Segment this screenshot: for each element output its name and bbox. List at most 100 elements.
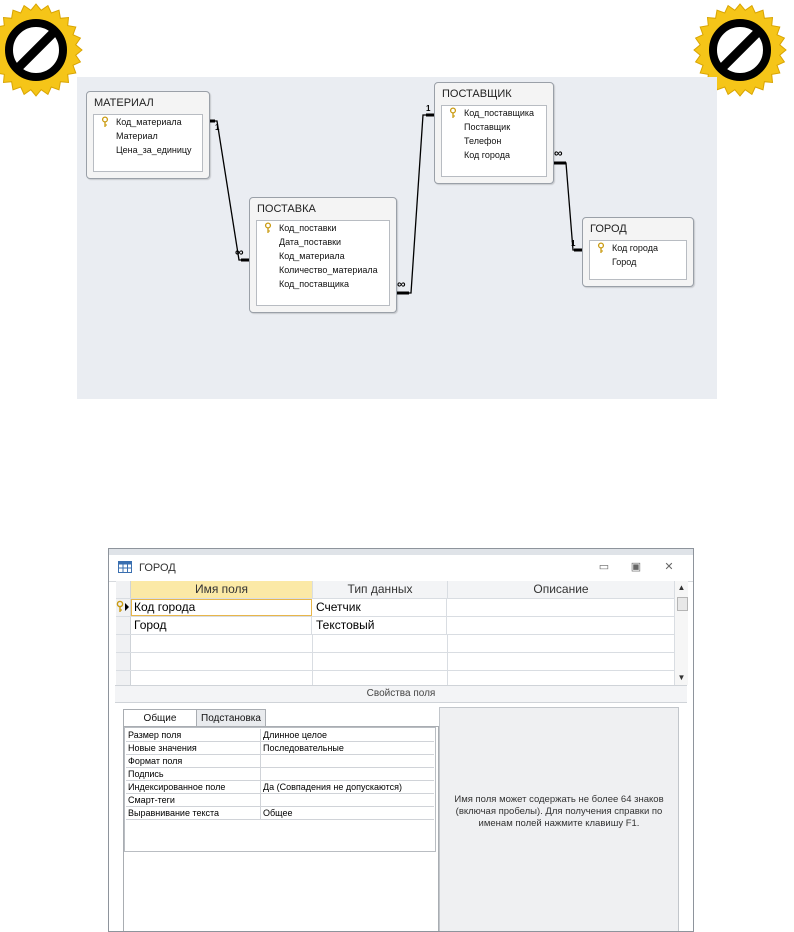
primary-key-icon bbox=[116, 600, 129, 612]
row-selector[interactable] bbox=[116, 635, 131, 652]
scroll-up-icon[interactable]: ▲ bbox=[677, 583, 686, 592]
window-title: ГОРОД bbox=[139, 562, 176, 574]
property-name: Подпись bbox=[128, 768, 261, 780]
grid-header-row: Имя поля Тип данных Описание bbox=[116, 581, 675, 599]
row-selector[interactable] bbox=[116, 617, 131, 634]
vertical-scrollbar[interactable]: ▲ ▼ bbox=[674, 581, 688, 685]
field-name-cell[interactable] bbox=[131, 635, 313, 652]
scroll-down-icon[interactable]: ▼ bbox=[677, 673, 686, 682]
data-type-cell[interactable]: Счетчик bbox=[313, 599, 447, 616]
column-header-field-name[interactable]: Имя поля bbox=[131, 581, 313, 598]
field-properties-label: Свойства поля bbox=[115, 685, 687, 703]
restore-button[interactable]: ▣ bbox=[630, 561, 642, 573]
property-value[interactable]: Да (Совпадения не допускаются) bbox=[263, 782, 402, 792]
property-name: Индексированное поле bbox=[128, 781, 261, 793]
field[interactable]: Количество_материала bbox=[279, 265, 378, 275]
prohibited-icon-right bbox=[693, 3, 787, 97]
scroll-thumb[interactable] bbox=[677, 597, 688, 611]
description-cell[interactable] bbox=[448, 653, 675, 670]
field[interactable]: Цена_за_единицу bbox=[116, 145, 192, 155]
field[interactable]: Код города bbox=[464, 150, 510, 160]
property-name: Смарт-теги bbox=[128, 794, 261, 806]
field-key[interactable]: Код города bbox=[590, 241, 686, 255]
field-name-cell[interactable] bbox=[131, 671, 313, 688]
field-key[interactable]: Код_материала bbox=[94, 115, 202, 129]
field-key[interactable]: Код_поставщика bbox=[442, 106, 546, 120]
table-material[interactable]: МАТЕРИАЛ Код_материала Материал Цена_за_… bbox=[86, 91, 210, 179]
table-row[interactable] bbox=[116, 653, 675, 671]
property-name: Новые значения bbox=[128, 742, 261, 754]
help-panel: Имя поля может содержать не более 64 зна… bbox=[439, 707, 679, 931]
select-all-cell[interactable] bbox=[116, 581, 131, 598]
field-name-cell[interactable]: Город bbox=[131, 617, 312, 634]
property-row[interactable]: Подпись bbox=[126, 768, 434, 781]
table-icon bbox=[118, 561, 132, 573]
field[interactable]: Город bbox=[612, 257, 637, 267]
table-city[interactable]: ГОРОД Код города Город bbox=[582, 217, 694, 287]
close-button[interactable]: ✕ bbox=[664, 561, 674, 573]
row-selector[interactable] bbox=[116, 653, 131, 670]
description-cell[interactable] bbox=[448, 617, 675, 634]
data-type-cell[interactable] bbox=[313, 635, 448, 652]
property-row[interactable]: Размер поля Длинное целое bbox=[126, 729, 434, 742]
description-cell[interactable] bbox=[448, 599, 675, 616]
tab-lookup[interactable]: Подстановка bbox=[196, 709, 266, 727]
data-type-cell[interactable] bbox=[313, 671, 448, 688]
primary-key-icon bbox=[596, 242, 606, 254]
relation-one-label: 1 bbox=[426, 104, 431, 113]
row-selector-key[interactable] bbox=[116, 599, 131, 616]
table-title: ГОРОД bbox=[590, 223, 627, 235]
row-selector[interactable] bbox=[116, 671, 131, 688]
description-cell[interactable] bbox=[448, 635, 675, 652]
property-row[interactable]: Формат поля bbox=[126, 755, 434, 768]
property-row[interactable]: Выравнивание текста Общее bbox=[126, 807, 434, 820]
field[interactable]: Материал bbox=[116, 131, 158, 141]
relation-many-label: ∞ bbox=[235, 245, 244, 259]
prohibited-icon-left bbox=[0, 3, 83, 97]
relation-many-label: ∞ bbox=[554, 146, 563, 160]
data-type-cell[interactable] bbox=[313, 653, 448, 670]
property-name: Формат поля bbox=[128, 755, 261, 767]
properties-panel[interactable]: Размер поля Длинное целое Новые значения… bbox=[123, 726, 439, 931]
relation-delivery-supplier bbox=[396, 114, 434, 294]
relation-many-label: ∞ bbox=[397, 277, 406, 291]
column-header-description[interactable]: Описание bbox=[448, 581, 675, 598]
relation-supplier-city bbox=[554, 162, 582, 251]
property-value[interactable]: Длинное целое bbox=[263, 730, 327, 740]
field[interactable]: Телефон bbox=[464, 136, 502, 146]
field-name-cell[interactable]: Код города bbox=[131, 599, 312, 616]
table-row[interactable]: Код города Счетчик bbox=[116, 599, 675, 617]
table-design-window[interactable]: ГОРОД ▭ ▣ ✕ Имя поля Тип данных Описание… bbox=[108, 548, 694, 932]
field[interactable]: Код_материала bbox=[279, 251, 345, 261]
property-value[interactable]: Последовательные bbox=[263, 743, 344, 753]
field[interactable]: Дата_поставки bbox=[279, 237, 342, 247]
field-name-cell[interactable] bbox=[131, 653, 313, 670]
relationship-diagram: 1 ∞ 1 ∞ ∞ 1 МАТЕРИАЛ Код_материала Матер… bbox=[77, 77, 717, 399]
primary-key-icon bbox=[263, 222, 273, 234]
properties-table[interactable] bbox=[124, 727, 436, 852]
property-row[interactable]: Индексированное поле Да (Совпадения не д… bbox=[126, 781, 434, 794]
table-supplier[interactable]: ПОСТАВЩИК Код_поставщика Поставщик Телеф… bbox=[434, 82, 554, 184]
property-value[interactable]: Общее bbox=[263, 808, 293, 818]
minimize-button[interactable]: ▭ bbox=[598, 561, 610, 573]
relation-one-label: 1 bbox=[215, 123, 220, 132]
help-text: Имя поля может содержать не более 64 зна… bbox=[454, 794, 664, 829]
field[interactable]: Код_поставщика bbox=[279, 279, 350, 289]
relationship-lines bbox=[208, 113, 582, 295]
field[interactable]: Поставщик bbox=[464, 122, 511, 132]
table-delivery[interactable]: ПОСТАВКА Код_поставки Дата_поставки Код_… bbox=[249, 197, 397, 313]
field-key[interactable]: Код_поставки bbox=[257, 221, 389, 235]
property-row[interactable]: Новые значения Последовательные bbox=[126, 742, 434, 755]
data-type-cell[interactable]: Текстовый bbox=[313, 617, 447, 634]
relation-one-label: 1 bbox=[571, 239, 576, 248]
property-name: Размер поля bbox=[128, 729, 261, 741]
table-title: ПОСТАВКА bbox=[257, 203, 316, 215]
column-header-data-type[interactable]: Тип данных bbox=[313, 581, 448, 598]
table-title: ПОСТАВЩИК bbox=[442, 88, 512, 100]
table-title: МАТЕРИАЛ bbox=[94, 97, 154, 109]
table-row[interactable] bbox=[116, 635, 675, 653]
property-row[interactable]: Смарт-теги bbox=[126, 794, 434, 807]
property-name: Выравнивание текста bbox=[128, 807, 261, 819]
window-title-bar[interactable]: ГОРОД ▭ ▣ ✕ bbox=[109, 555, 693, 582]
table-row[interactable]: Город Текстовый bbox=[116, 617, 675, 635]
